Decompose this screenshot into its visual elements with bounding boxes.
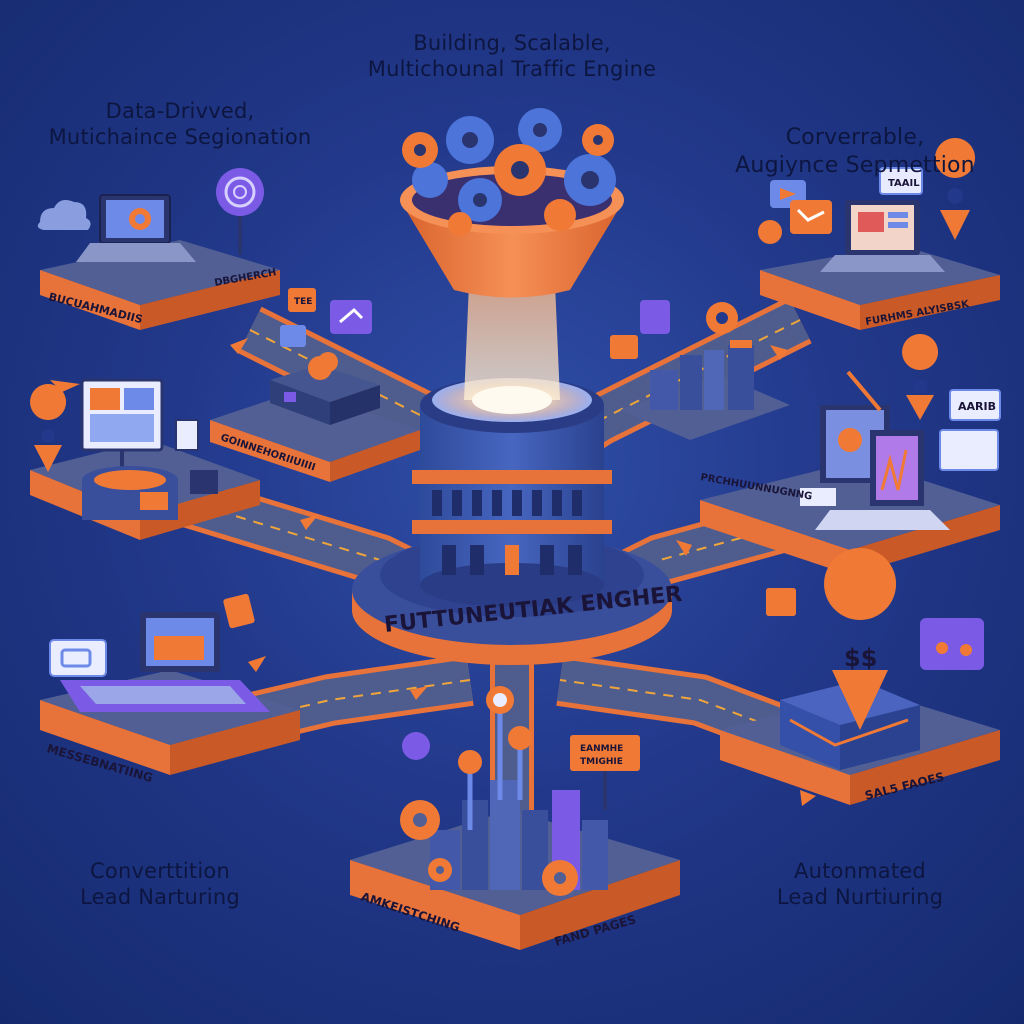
diagram-title: Building, Scalable, Multichounal Traffic… xyxy=(312,30,712,83)
corner-label-top-right: Corverrable, Augiynce Sepmettion xyxy=(700,124,1010,179)
floating-gear xyxy=(308,302,738,380)
corner-label-bottom-right-line2: Lead Nurtiuring xyxy=(776,885,944,910)
platform-bottom-right: $$ SAL5 FAOES xyxy=(720,548,1000,805)
central-engine: FUTTUNEUTIAK ENGHER xyxy=(352,260,683,665)
corner-label-bottom-left-line2: Lead Narturing xyxy=(80,885,240,910)
center-sign-line2: TMIGHIE xyxy=(580,757,623,767)
diagram-title-line1: Building, Scalable, xyxy=(413,31,611,55)
platform-top-left: BUCUAHMADIIS DBGHERCH xyxy=(37,168,280,330)
platform-top-right: TAAIL FURHMS ALYISBSK xyxy=(758,138,1000,330)
floating-icons-left: TEE xyxy=(280,288,372,347)
corner-label-bottom-left-line1: Converttition xyxy=(90,859,230,883)
left-tag-small: TEE xyxy=(294,297,312,307)
corner-label-top-left-line1: Data-Drivved, xyxy=(105,99,255,123)
corner-label-top-right-line2: Augiynce Sepmettion xyxy=(735,152,975,178)
pin-symbol: $$ xyxy=(844,644,877,672)
center-sign-line1: EANMHE xyxy=(580,744,623,754)
right-tag: AARIB xyxy=(958,400,996,413)
platform-bottom-center: EANMHE TMIGHIE AMKEISTCHING FAND PAGES xyxy=(350,686,680,950)
floating-icons-center xyxy=(223,588,796,629)
corner-label-top-left-line2: Mutichaince Segionation xyxy=(48,125,312,150)
platform-bottom-left: MESSEBNATIING xyxy=(40,612,300,785)
diagram-title-line2: Multichounal Traffic Engine xyxy=(367,57,657,82)
corner-label-bottom-right: Autonmated Lead Nurtiuring xyxy=(730,858,990,911)
small-city-right xyxy=(610,300,790,440)
corner-label-top-left: Data-Drivved, Mutichaince Segionation xyxy=(10,98,350,151)
top-right-tag: TAAIL xyxy=(888,178,920,189)
corner-label-bottom-left: Converttition Lead Narturing xyxy=(40,858,280,911)
corner-label-bottom-right-line1: Autonmated xyxy=(794,859,926,883)
corner-label-top-right-line1: Corverrable, xyxy=(785,125,925,150)
platform-left-middle xyxy=(30,378,260,540)
platform-right-middle: AARIB PRCHHUUNNUGNNG xyxy=(699,334,1001,575)
gear-cluster xyxy=(402,108,616,236)
